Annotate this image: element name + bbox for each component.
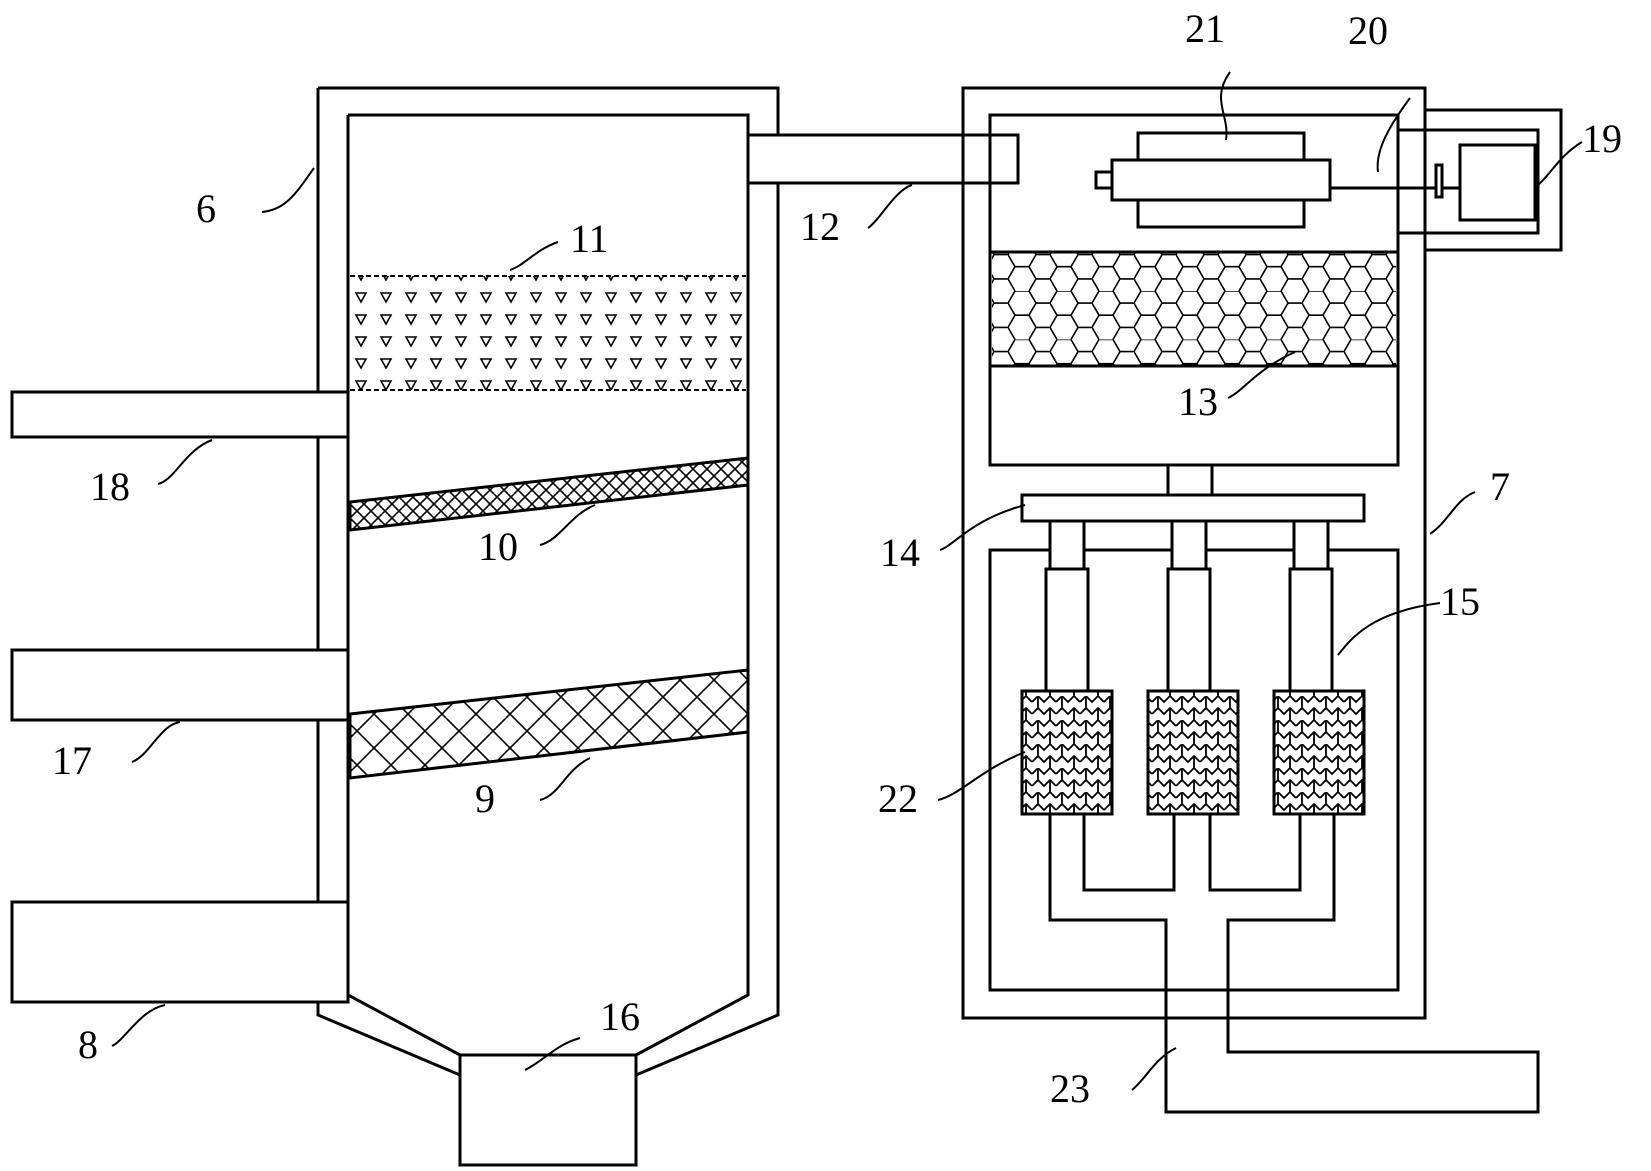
leader-lines bbox=[111, 71, 1583, 1091]
label-9: 9 bbox=[475, 776, 495, 821]
roller-end bbox=[1094, 170, 1114, 190]
label-15: 15 bbox=[1440, 579, 1480, 624]
pipes-15 bbox=[1044, 567, 1334, 693]
cartridges-22 bbox=[1020, 689, 1366, 816]
label-7: 7 bbox=[1490, 464, 1510, 509]
label-18: 18 bbox=[90, 464, 130, 509]
label-10: 10 bbox=[478, 524, 518, 569]
label-23: 23 bbox=[1050, 1066, 1090, 1111]
label-6: 6 bbox=[196, 186, 216, 231]
label-20: 20 bbox=[1348, 8, 1388, 53]
motor-bracket bbox=[1396, 128, 1540, 235]
label-14: 14 bbox=[880, 530, 920, 575]
callout-labels: 6 7 8 9 10 11 12 13 14 15 16 17 18 19 20… bbox=[52, 6, 1622, 1111]
coupling bbox=[1434, 163, 1444, 199]
tower-6 bbox=[316, 86, 780, 1077]
manifold-14 bbox=[1020, 463, 1366, 571]
motor-mount bbox=[1423, 108, 1563, 252]
outlet-16 bbox=[458, 1053, 638, 1167]
pipe-17 bbox=[10, 648, 350, 722]
label-8: 8 bbox=[78, 1022, 98, 1067]
tower-inner-wall-right bbox=[348, 113, 750, 1057]
filter-mesh-9 bbox=[348, 668, 750, 780]
pipe-12 bbox=[746, 133, 1020, 185]
filter-mesh-10 bbox=[348, 456, 750, 532]
label-17: 17 bbox=[52, 738, 92, 783]
label-12: 12 bbox=[800, 204, 840, 249]
tower-outer-wall-right bbox=[318, 86, 780, 1077]
label-11: 11 bbox=[570, 216, 609, 261]
motor-19 bbox=[1458, 143, 1537, 222]
label-13: 13 bbox=[1178, 379, 1218, 424]
label-19: 19 bbox=[1582, 116, 1622, 161]
carbon-layer-13 bbox=[990, 250, 1398, 368]
pipe-8 bbox=[10, 900, 350, 1004]
collector-23 bbox=[1048, 814, 1540, 1114]
drive-assembly bbox=[1094, 108, 1563, 252]
label-22: 22 bbox=[878, 776, 918, 821]
label-16: 16 bbox=[600, 994, 640, 1039]
pipe-18 bbox=[10, 390, 350, 439]
housing-outer bbox=[961, 86, 1427, 1020]
filter-layer-11 bbox=[350, 275, 746, 391]
tower-inner-wall-left bbox=[346, 115, 461, 1057]
label-21: 21 bbox=[1185, 6, 1225, 51]
